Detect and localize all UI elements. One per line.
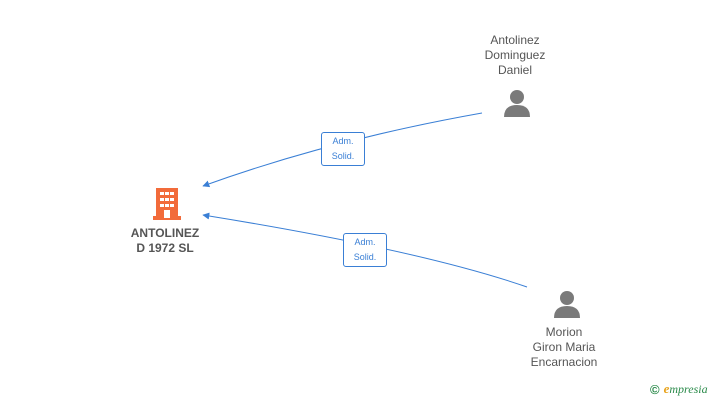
brand-watermark: © empresia [650,379,708,399]
copyright-icon: © [650,381,660,397]
person-icon[interactable] [502,88,532,118]
person-name-line2: Dominguez [484,48,546,62]
relation-line1: Adm. [354,237,376,247]
company-name-line1: ANTOLINEZ [130,226,200,240]
brand-logo: empresia [664,381,708,397]
company-name[interactable]: ANTOLINEZ D 1972 SL [115,226,215,256]
person-name-line1: Morion [545,325,583,339]
person-name-maria[interactable]: Morion Giron Maria Encarnacion [514,325,614,370]
brand-logo-word: mpresia [669,382,708,396]
edge-maria-to-company [202,212,528,288]
person-name-line2: Giron Maria [532,340,596,354]
building-icon[interactable] [152,186,182,220]
relation-line2: Solid. [331,151,355,161]
person-name-line1: Antolinez [490,33,540,47]
person-name-line3: Encarnacion [530,355,598,369]
person-icon[interactable] [552,289,582,319]
relation-line1: Adm. [332,136,354,146]
person-name-daniel[interactable]: Antolinez Dominguez Daniel [465,33,565,78]
brand-logo-letter: e [663,381,670,396]
relation-badge-daniel[interactable]: Adm. Solid. [321,132,365,166]
relation-line2: Solid. [353,252,377,262]
person-name-line3: Daniel [497,63,533,77]
company-name-line2: D 1972 SL [136,241,194,255]
relation-badge-maria[interactable]: Adm. Solid. [343,233,387,267]
